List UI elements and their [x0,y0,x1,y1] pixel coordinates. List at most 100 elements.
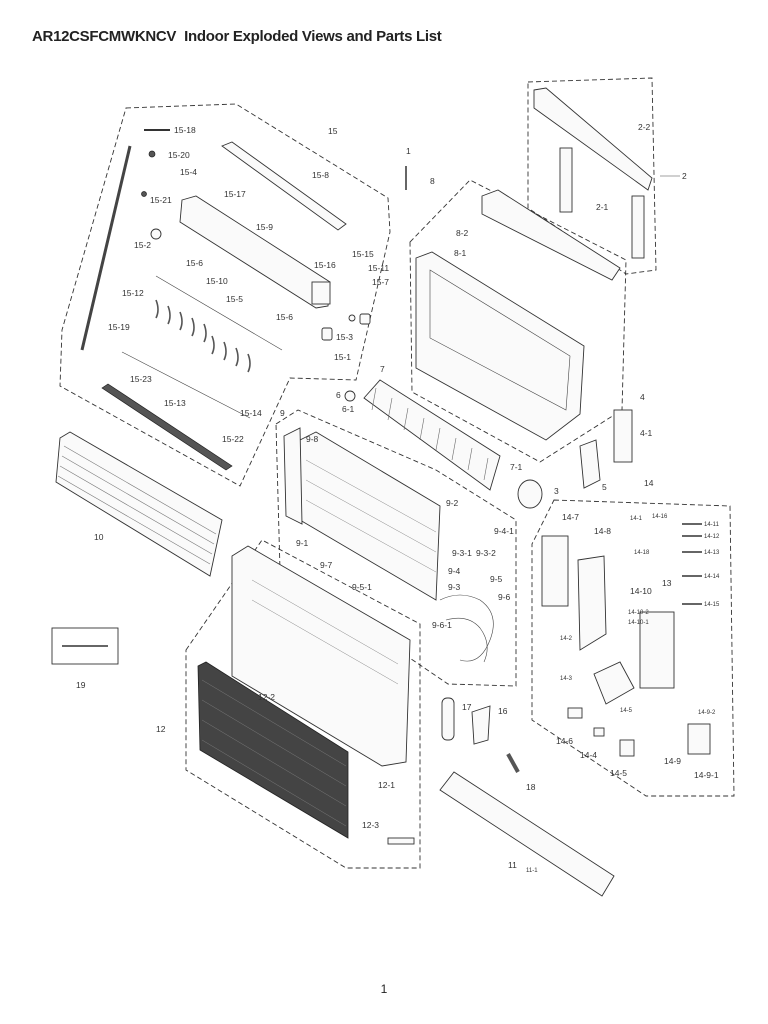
callout-14-8: 14-8 [594,526,611,536]
callout-14-9-2: 14-9-2 [698,710,716,716]
part-16-holder [471,705,491,745]
part-5-holder [579,439,601,489]
callout-8: 8 [430,176,435,186]
callout-14-9: 14-9 [664,756,681,766]
group-15-border [59,103,391,487]
callout-15-16: 15-16 [314,260,336,270]
callout-19: 19 [76,680,86,690]
callout-2-1: 2-1 [596,202,609,212]
part-14-8-board [577,555,607,651]
callout-15-5: 15-5 [226,294,243,304]
callout-15-22: 15-22 [222,434,244,444]
callout-5: 5 [602,482,607,492]
group-2-border [527,77,657,275]
callout-14-10-1: 14-10-1 [628,620,649,626]
callout-11-1: 11-1 [526,868,538,874]
callout-15-19: 15-19 [108,322,130,332]
callout-15-17: 15-17 [224,189,246,199]
callout-14-12: 14-12 [704,534,720,540]
callout-15-2: 15-2 [134,240,151,250]
callout-6-1: 6-1 [342,404,355,414]
part-12-3 [387,837,415,845]
group-9: 9 9-8 9-2 9-4-1 9-3-1 9-3-2 9-1 9-4 9-3 … [275,408,517,687]
part-8-1-frame [415,251,585,441]
title-text: Indoor Exploded Views and Parts List [184,28,442,45]
part-17-remote [441,697,455,741]
callout-12-3: 12-3 [362,820,379,830]
callout-15-8: 15-8 [312,170,329,180]
callout-15: 15 [328,126,338,136]
part-15-21 [141,191,147,197]
callout-15-6a: 15-6 [186,258,203,268]
part-8-2-top [481,189,621,281]
part-9-1-side [283,427,303,525]
part-15-2 [150,228,162,240]
callout-18: 18 [526,782,536,792]
callout-14-5-inner: 14-5 [620,708,633,714]
callout-9-8: 9-8 [306,434,319,444]
callout-9: 9 [280,408,285,418]
callout-2-2: 2-2 [638,122,651,132]
callout-15-23: 15-23 [130,374,152,384]
callout-10: 10 [94,532,104,542]
part-15-8-bar [221,141,347,231]
part-15-3 [348,314,356,322]
callout-15-20: 15-20 [168,150,190,160]
callout-15-3: 15-3 [336,332,353,342]
callout-9-3-1: 9-3-1 [452,548,472,558]
callout-15-21: 15-21 [150,195,172,205]
callout-14-10: 14-10 [630,586,652,596]
callout-14-2: 14-2 [560,636,573,642]
callout-9-3: 9-3 [448,582,461,592]
callout-1: 1 [406,146,411,156]
part-15-23-bar [121,351,251,419]
callout-14-11: 14-11 [704,522,720,528]
callout-14-4: 14-4 [580,750,597,760]
callout-14: 14 [644,478,654,488]
callout-14-16: 14-16 [652,514,668,520]
callout-9-4: 9-4 [448,566,461,576]
callout-14-18: 14-18 [634,550,650,556]
callout-14-15: 14-15 [704,602,720,608]
page-number: 1 [380,982,388,996]
callout-15-11: 15-11 [368,263,389,273]
part-14-9-controller [687,723,711,755]
part-14-5-case [593,661,635,705]
group-12-border [185,539,421,869]
callout-14-13: 14-13 [704,550,720,556]
callout-9-1: 9-1 [296,538,309,548]
part-15-12-vanes [155,299,251,373]
group-14-border [531,499,735,797]
callout-15-4: 15-4 [180,167,197,177]
part-15-9-frame [179,195,331,309]
part-15-13-blade [101,383,233,471]
callout-11: 11 [508,860,517,870]
part-2-1-bracket-left [559,147,573,213]
part-11-base [439,771,615,897]
callout-6: 6 [336,390,341,400]
callout-3: 3 [554,486,559,496]
part-2-2-plate [533,87,653,191]
callout-12: 12 [156,724,166,734]
model-number: AR12CSFCMWKNCV [32,28,177,45]
part-15-7 [359,313,371,325]
callout-14-6: 14-6 [556,736,573,746]
callout-9-6: 9-6 [498,592,511,602]
part-14-4 [593,727,605,737]
part-9-5-pipe [439,594,494,662]
callout-15-15: 15-15 [352,249,374,259]
callout-15-6b: 15-6 [276,312,293,322]
part-15-10-link [155,275,283,351]
group-2: 2-2 2 2-1 [527,77,687,275]
callout-9-7: 9-7 [320,560,333,570]
callout-9-2: 9-2 [446,498,459,508]
callout-14-9-1: 14-9-1 [694,770,719,780]
callout-2: 2 [682,171,687,181]
callout-7-1: 7-1 [510,462,523,472]
callout-15-1: 15-1 [334,352,351,362]
callout-9-6-1: 9-6-1 [432,620,452,630]
callout-15-9: 15-9 [256,222,273,232]
callout-14-14: 14-14 [704,574,720,580]
part-3-motor [517,479,543,509]
